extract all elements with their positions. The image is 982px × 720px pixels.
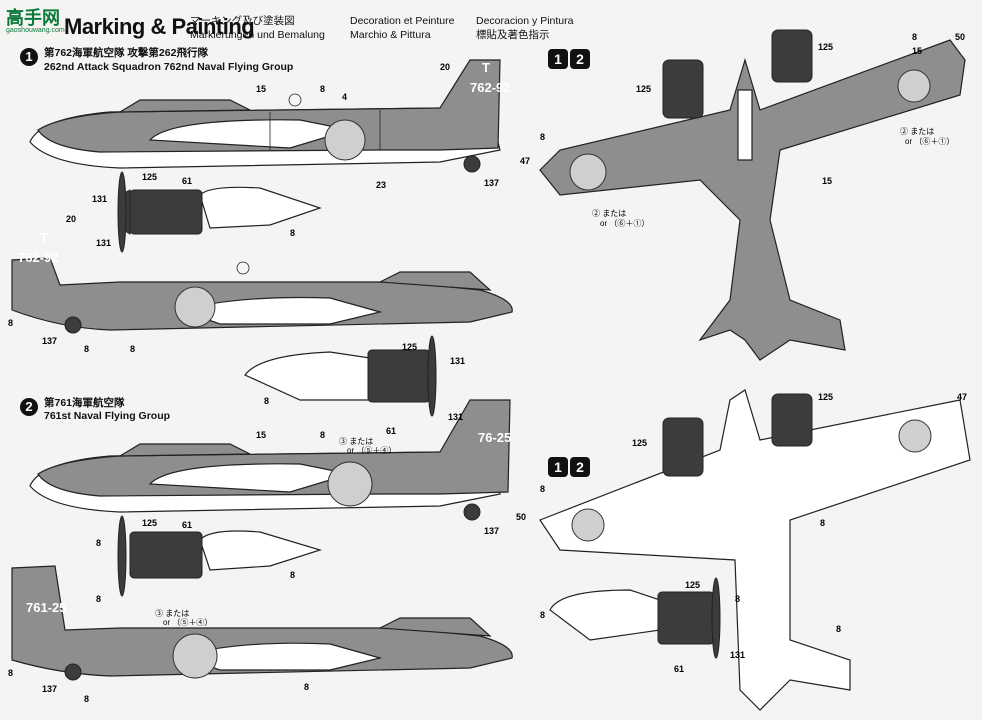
svg-text:8: 8 (8, 668, 13, 678)
svg-text:61: 61 (182, 520, 192, 530)
section-2-caption-en: 761st Naval Flying Group (44, 410, 171, 422)
callout-labels: 8 15 20 4 23 137 8 131 125 61 131 8 20 8… (8, 32, 967, 704)
svg-text:or （⑥＋①）: or （⑥＋①） (600, 219, 649, 228)
svg-text:131: 131 (92, 194, 107, 204)
svg-text:8: 8 (540, 610, 545, 620)
svg-text:125: 125 (818, 392, 833, 402)
svg-text:125: 125 (402, 342, 417, 352)
svg-text:47: 47 (520, 156, 530, 166)
svg-text:8: 8 (290, 228, 295, 238)
svg-text:15: 15 (912, 46, 922, 56)
svg-text:② または: ② または (592, 209, 626, 218)
svg-text:50: 50 (516, 512, 526, 522)
svg-text:8: 8 (264, 396, 269, 406)
title-de: Markierungen und Bemalung (190, 29, 325, 41)
svg-text:4: 4 (342, 92, 347, 102)
svg-text:or （⑤＋④）: or （⑤＋④） (347, 446, 396, 455)
logo-url: gaoshouwang.com (6, 27, 65, 34)
title-es: Decoracion y Pintura (476, 15, 574, 27)
tail-code-3: 76-25 (478, 430, 511, 445)
tail-code-2: 762-92 (18, 250, 58, 265)
svg-text:131: 131 (450, 356, 465, 366)
svg-text:8: 8 (96, 594, 101, 604)
svg-text:8: 8 (320, 430, 325, 440)
svg-text:137: 137 (484, 178, 499, 188)
aircraft-2-left-side: 76-25 ③ または or （⑤＋④） (29, 399, 511, 597)
svg-text:15: 15 (822, 176, 832, 186)
svg-text:47: 47 (957, 392, 967, 402)
svg-text:50: 50 (955, 32, 965, 42)
svg-text:or （⑤＋④）: or （⑤＋④） (163, 618, 212, 627)
page-title: Marking & Painting (64, 14, 255, 39)
svg-text:137: 137 (42, 684, 57, 694)
svg-text:8: 8 (84, 694, 89, 704)
section-1-caption-en: 262nd Attack Squadron 762nd Naval Flying… (44, 61, 294, 73)
svg-text:125: 125 (685, 580, 700, 590)
svg-text:137: 137 (484, 526, 499, 536)
aircraft-top-view: ② または or （⑥＋①） ② または or （⑥＋①） (539, 29, 966, 361)
logo-text: 高手网 (6, 8, 60, 28)
svg-text:137: 137 (42, 336, 57, 346)
svg-text:125: 125 (142, 172, 157, 182)
svg-text:131: 131 (96, 238, 111, 248)
svg-text:8: 8 (290, 570, 295, 580)
svg-text:or （⑥＋①）: or （⑥＋①） (905, 137, 954, 146)
svg-text:23: 23 (376, 180, 386, 190)
aircraft-bottom-view (539, 389, 971, 711)
svg-text:8: 8 (84, 344, 89, 354)
section-2-badge: 2 (20, 398, 38, 416)
title-fr: Decoration et Peinture (350, 15, 455, 27)
svg-text:20: 20 (440, 62, 450, 72)
svg-text:② または: ② または (900, 127, 934, 136)
svg-text:T: T (482, 60, 490, 75)
svg-text:8: 8 (304, 682, 309, 692)
svg-text:8: 8 (540, 132, 545, 142)
section-1-caption-ja: 第762海軍航空隊 攻撃第262飛行隊 (44, 47, 208, 59)
svg-text:8: 8 (820, 518, 825, 528)
svg-text:125: 125 (142, 518, 157, 528)
section-1-badge: 1 (20, 48, 38, 66)
svg-text:61: 61 (182, 176, 192, 186)
svg-text:8: 8 (8, 318, 13, 328)
svg-text:125: 125 (818, 42, 833, 52)
site-logo: 高手网 gaoshouwang.com (6, 4, 65, 34)
aircraft-1-left-side: 762-92 T (29, 59, 510, 253)
tail-code-4: 761-25 (26, 600, 66, 615)
title-zh: 標貼及著色指示 (476, 29, 550, 41)
svg-text:8: 8 (320, 84, 325, 94)
svg-text:131: 131 (730, 650, 745, 660)
aircraft-1-right-side: 762-92 T (11, 230, 513, 417)
svg-text:125: 125 (636, 84, 651, 94)
title-ja: マーキング及び塗装図 (190, 15, 295, 27)
title-it: Marchio & Pittura (350, 29, 431, 41)
aircraft-2-right-side: 761-25 ③ または or （⑤＋④） (11, 565, 513, 681)
svg-text:8: 8 (912, 32, 917, 42)
svg-text:8: 8 (130, 344, 135, 354)
svg-text:8: 8 (540, 484, 545, 494)
section-2-caption-ja: 第761海軍航空隊 (44, 397, 125, 409)
svg-text:8: 8 (836, 624, 841, 634)
svg-text:③ または: ③ または (155, 609, 189, 618)
svg-text:131: 131 (448, 412, 463, 422)
svg-text:61: 61 (386, 426, 396, 436)
svg-text:8: 8 (735, 594, 740, 604)
svg-text:15: 15 (256, 84, 266, 94)
svg-text:125: 125 (632, 438, 647, 448)
svg-text:8: 8 (96, 538, 101, 548)
svg-text:③ または: ③ または (339, 437, 373, 446)
svg-text:61: 61 (674, 664, 684, 674)
tail-code-1: 762-92 (470, 80, 510, 95)
svg-text:15: 15 (256, 430, 266, 440)
svg-text:T: T (40, 230, 48, 245)
svg-text:20: 20 (66, 214, 76, 224)
